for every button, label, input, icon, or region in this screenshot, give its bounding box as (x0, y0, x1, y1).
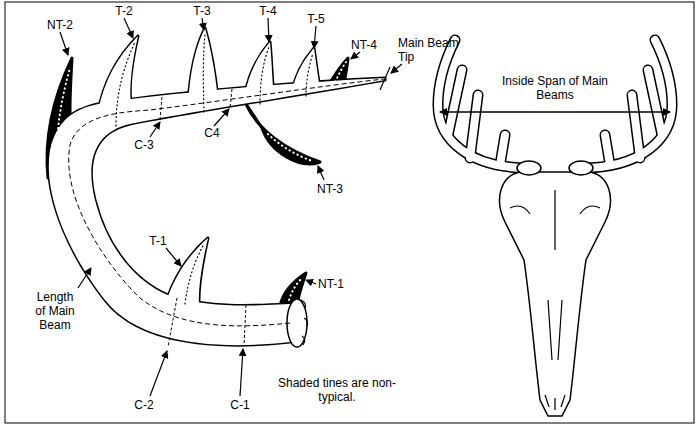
callout-label: T-3 (182, 4, 222, 18)
callout-label: C-2 (124, 398, 164, 412)
span-arrow (440, 111, 670, 112)
callout-label: T-1 (138, 234, 178, 248)
callout-label: C4 (192, 126, 232, 140)
frame (5, 2, 694, 423)
note-text: Shaded tines are non-typical. (272, 376, 402, 404)
circumference-line (160, 89, 246, 347)
leader-arrow (60, 18, 402, 396)
callout-label: T-2 (104, 4, 144, 18)
callout-label: C-1 (220, 398, 260, 412)
callout-label: NT-3 (308, 182, 352, 196)
callout-label: NT-1 (318, 277, 362, 291)
callout-label: C-3 (124, 138, 164, 152)
callout-label: Main Beam Tip (398, 36, 462, 64)
tine-length-line (116, 34, 313, 304)
skull (438, 40, 672, 416)
tip-mark (380, 67, 390, 90)
main-beam-length-line (69, 79, 384, 326)
antler-outline (47, 28, 385, 345)
callout-label: Length of Main Beam (30, 290, 80, 332)
dimension-label: Inside Span of Main Beams (495, 74, 615, 102)
antler-fill (49, 28, 385, 345)
burr (287, 299, 308, 347)
callout-label: T-4 (248, 4, 288, 18)
nontypical-length-line (57, 62, 346, 300)
callout-label: T-5 (296, 12, 336, 26)
callout-label: NT-4 (344, 38, 384, 52)
callout-label: NT-2 (40, 18, 80, 32)
